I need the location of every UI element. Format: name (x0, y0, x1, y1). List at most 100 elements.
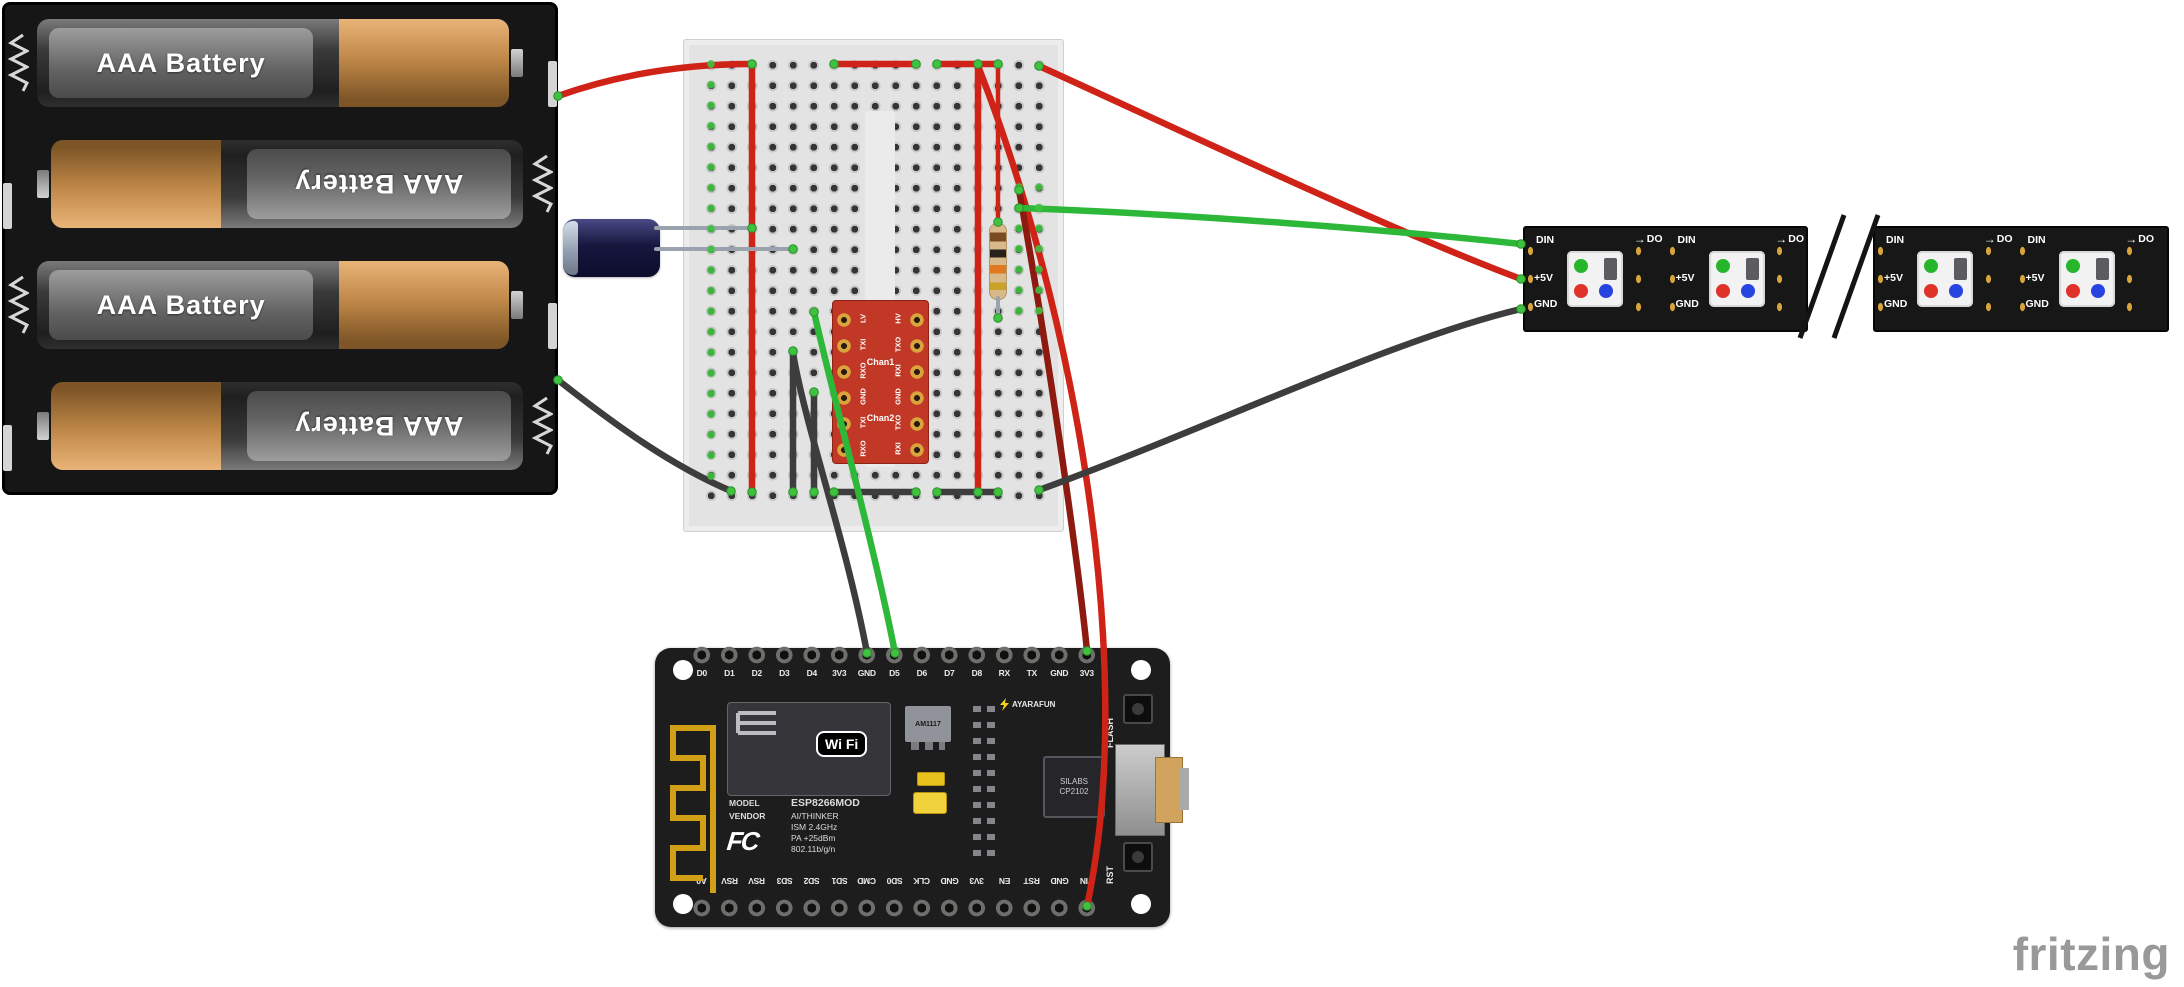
pin-label: D2 (751, 668, 763, 678)
wire-data-to-ledstrip[interactable] (1015, 204, 1525, 248)
vendor-label: VENDOR (729, 811, 766, 821)
solder-pads[interactable] (2017, 237, 2027, 321)
pin-label: GND (858, 388, 868, 405)
button-cap (1132, 851, 1144, 863)
battery-positive-terminal (511, 49, 523, 77)
battery-label: AAA Battery (294, 411, 464, 442)
led-segment: DIN +5V GND →DO (1667, 228, 1809, 330)
solder-pads[interactable] (1667, 237, 1677, 321)
neopixel-strip-1[interactable]: DIN +5V GND →DO DIN +5V GND →DO (1523, 226, 1808, 332)
pin-label: SD2 (803, 876, 820, 886)
red-die (1715, 284, 1730, 298)
module-line: AI/THINKER (791, 811, 839, 821)
battery-copper-band (339, 261, 509, 349)
battery-spring-icon (7, 33, 29, 92)
button-cap (1132, 703, 1144, 715)
solder-pads[interactable] (1983, 237, 1993, 321)
aaa-battery[interactable]: AAA Battery (37, 140, 523, 228)
pin-label: TXO (893, 336, 903, 353)
ws2812-led[interactable] (1708, 251, 1765, 307)
solder-pads[interactable] (1633, 237, 1643, 321)
voltage-regulator: AM1117 (905, 706, 951, 750)
pin-label: D8 (971, 668, 983, 678)
pin-label: RST (1023, 876, 1040, 886)
pin-label: D3 (779, 668, 790, 678)
driver-chip (2095, 258, 2109, 280)
resistor[interactable] (989, 223, 1007, 300)
battery-slot: AAA Battery (15, 378, 553, 474)
aaa-battery[interactable]: AAA Battery (37, 19, 523, 107)
solder-pads[interactable] (1876, 237, 1885, 321)
pin-label: GND (857, 668, 876, 678)
module-name: ESP8266MOD (791, 797, 860, 809)
electrolytic-capacitor[interactable] (563, 219, 660, 277)
smd-capacitor (913, 792, 947, 814)
v5-label: +5V (1534, 272, 1553, 284)
chip-label: SILABS (1059, 777, 1088, 786)
ws2812-led[interactable] (1567, 251, 1623, 307)
header-pins-top[interactable] (688, 645, 1101, 665)
driver-chip (1604, 258, 1617, 280)
smd-pads-column (973, 706, 981, 856)
pack-contact-plate (3, 183, 12, 229)
pin-label: 3V3 (1079, 668, 1095, 678)
battery-body: AAA Battery (37, 19, 509, 107)
solder-pads[interactable] (1526, 237, 1535, 321)
header-pins-bottom[interactable] (688, 898, 1101, 918)
wire-5v-to-ledstrip[interactable] (1035, 62, 1525, 283)
pack-contact-plate (3, 425, 12, 471)
green-die (1924, 259, 1938, 273)
din-label: DIN (1677, 234, 1696, 246)
solder-pads[interactable] (2125, 237, 2134, 321)
wifi-logo: Wi Fi (816, 731, 868, 757)
battery-slot: AAA Battery (7, 257, 545, 353)
ws2812-led[interactable] (2058, 251, 2115, 307)
battery-copper-band (51, 140, 221, 228)
usb-connector-tab (1179, 768, 1189, 810)
battery-copper-band (51, 382, 221, 470)
ws2812-led[interactable] (1917, 251, 1973, 307)
din-label: DIN (1886, 234, 1905, 246)
usb-uart-chip: SILABS CP2102 (1043, 756, 1105, 818)
pack-contact-plate (548, 61, 557, 107)
channel1-label: Chan1 (866, 357, 895, 367)
regulator-label: AM1117 (915, 720, 941, 728)
neopixel-strip-2[interactable]: DIN +5V GND →DO DIN +5V GND →DO (1873, 226, 2169, 332)
battery-pack-4xaaa[interactable]: AAA Battery AAA Battery AAA Battery (2, 2, 558, 495)
green-die (1574, 259, 1588, 273)
led-segment: DIN +5V GND →DO (1875, 228, 2017, 330)
wire-gnd-to-ledstrip[interactable] (1035, 305, 1525, 494)
pin-label: HV (893, 313, 903, 324)
brand-label: AYARAFUN (1012, 700, 1056, 709)
pin-label: D4 (806, 668, 818, 678)
capacitor-end-cap (563, 221, 578, 275)
battery-label: AAA Battery (294, 169, 464, 200)
gnd-label: GND (1534, 298, 1558, 310)
usb-connector-inner (1155, 757, 1183, 823)
led-segment: DIN +5V GND →DO (1525, 228, 1667, 330)
v5-label: +5V (1884, 272, 1903, 284)
battery-body: AAA Battery (51, 140, 523, 228)
converter-pads-hv[interactable] (908, 307, 926, 463)
pin-label: GND (940, 876, 959, 886)
chip-label: CP2102 (1059, 787, 1089, 796)
pin-label: GND (1050, 876, 1069, 886)
pin-label: D0 (696, 668, 708, 678)
rst-button[interactable] (1123, 842, 1153, 872)
aaa-battery[interactable]: AAA Battery (37, 382, 523, 470)
led-segment: DIN +5V GND →DO (2017, 228, 2159, 330)
pin-label: GND (893, 388, 903, 405)
pin-label: TXI (858, 338, 868, 351)
mounting-hole (673, 660, 693, 680)
gnd-label: GND (2025, 298, 2049, 310)
flash-button[interactable] (1123, 694, 1153, 724)
pin-label: RSV (748, 876, 766, 886)
channel2-label: Chan2 (866, 413, 895, 423)
smd-led (917, 772, 945, 786)
solder-pads[interactable] (1775, 237, 1784, 321)
aaa-battery[interactable]: AAA Battery (37, 261, 523, 349)
red-die (1574, 284, 1588, 298)
